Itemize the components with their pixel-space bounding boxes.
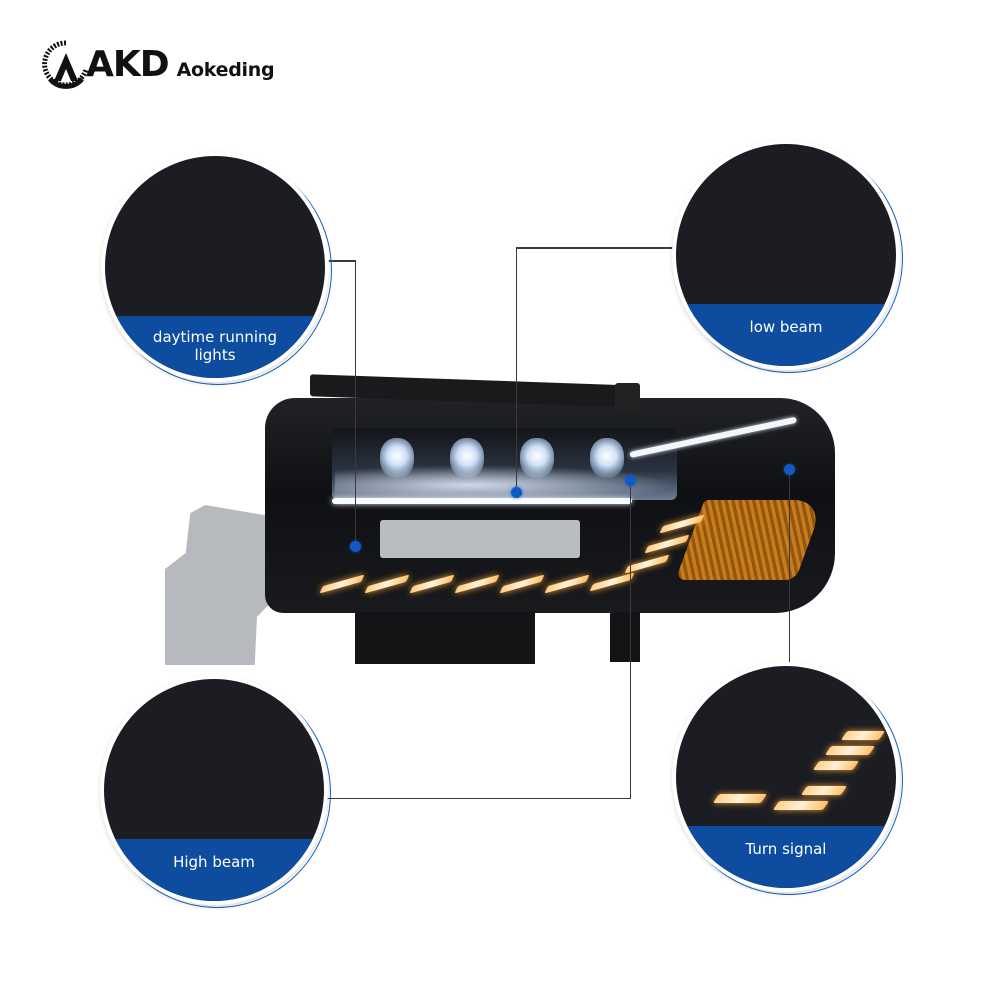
logo-wordmark: Aokeding — [176, 59, 275, 81]
headlight-base-connector — [355, 612, 535, 664]
marker-drl-dot — [350, 541, 361, 552]
callout-label: low beam — [749, 318, 823, 336]
callout-label-line-1: daytime running — [152, 328, 278, 346]
callout-label: Turn signal — [745, 840, 827, 858]
logo-letters: AKD — [86, 44, 170, 85]
callout-banner: low beam — [676, 304, 896, 366]
turn-chevron — [840, 731, 886, 740]
turn-chevron — [812, 761, 860, 770]
callout-label-line-2: lights — [194, 346, 236, 364]
marker-lowbeam-dot — [511, 487, 522, 498]
turn-signal-closeup-photo: Turn signal — [676, 666, 896, 888]
callout-label: High beam — [173, 853, 255, 871]
connector-lowbeam-v — [515, 247, 517, 492]
headlight-product-image — [160, 374, 840, 670]
callout-label: daytime running lights — [153, 328, 277, 364]
connector-lowbeam-h — [516, 247, 673, 249]
inner-bracket — [380, 520, 580, 558]
drl-strip — [332, 498, 632, 504]
turn-chevron — [800, 786, 848, 795]
logo-swirl-icon — [42, 39, 90, 89]
headlight-base-tab — [610, 612, 640, 662]
drl-closeup-photo: daytime running lights — [105, 156, 325, 378]
low-beam-closeup-photo: low beam — [676, 144, 896, 366]
mounting-bracket — [165, 505, 280, 665]
brand-logo: AKD Aokeding — [42, 38, 275, 90]
callout-high-beam: High beam — [100, 675, 331, 908]
callout-banner: High beam — [104, 839, 324, 901]
headlight-clip — [615, 383, 640, 411]
callout-banner: Turn signal — [676, 826, 896, 888]
turn-chevron — [824, 746, 876, 755]
turn-chevron — [772, 801, 830, 810]
connector-drl-h — [325, 260, 356, 262]
callout-banner: daytime running lights — [105, 316, 325, 378]
connector-highbeam-v — [629, 480, 631, 799]
connector-turn-v — [788, 469, 790, 665]
marker-turn-dot — [784, 464, 795, 475]
callout-turn-signal: Turn signal — [672, 662, 903, 895]
marker-highbeam-dot — [625, 475, 636, 486]
turn-chevron — [712, 794, 768, 803]
connector-highbeam-h — [327, 797, 631, 799]
callout-drl: daytime running lights — [101, 152, 332, 385]
callout-low-beam: low beam — [672, 140, 903, 373]
connector-drl-v — [354, 260, 356, 546]
high-beam-closeup-photo: High beam — [104, 679, 324, 901]
